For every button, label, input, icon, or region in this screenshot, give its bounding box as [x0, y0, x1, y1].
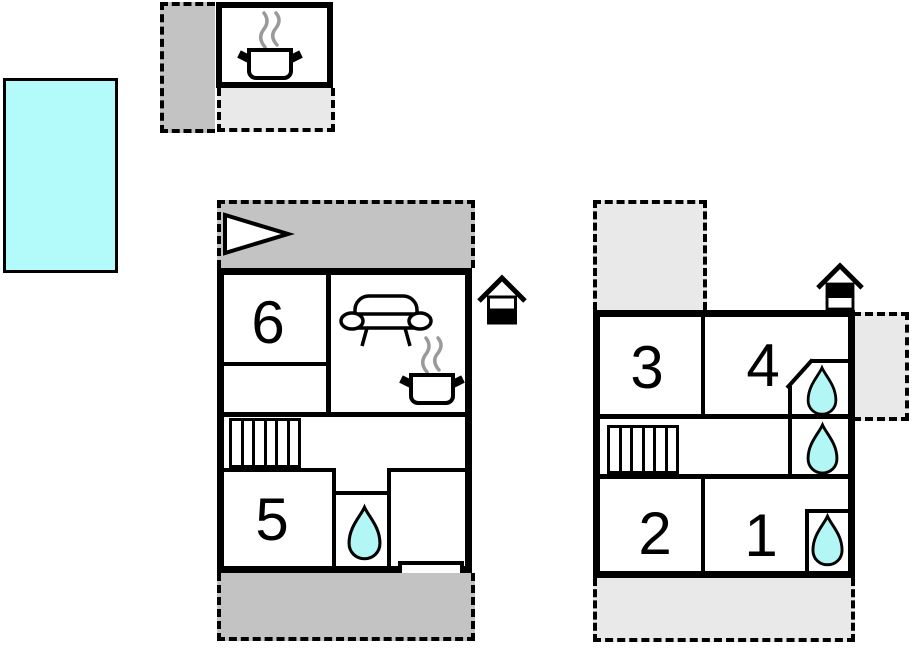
room-label-6: 6	[251, 289, 285, 356]
wall	[812, 359, 848, 363]
room-label-5: 5	[255, 486, 289, 553]
water-drop-icon	[806, 421, 839, 475]
stove-icon	[237, 11, 303, 80]
water-drop-icon	[806, 364, 838, 416]
stove-icon	[399, 336, 465, 405]
direction-arrow-icon	[223, 212, 295, 256]
house-level-ground-icon	[477, 274, 527, 325]
wall	[701, 479, 705, 571]
room-label-3: 3	[630, 334, 664, 401]
sofa-icon	[339, 294, 433, 347]
upper-floor-terrace-right	[853, 312, 909, 421]
water-drop-icon	[811, 512, 844, 567]
stairs-icon	[229, 418, 301, 468]
wall	[387, 468, 391, 566]
wall	[332, 468, 336, 566]
wall	[336, 491, 390, 495]
wall	[224, 468, 336, 472]
house-level-upper-icon	[816, 262, 864, 311]
water-drop-icon	[347, 503, 382, 561]
wall	[224, 412, 465, 417]
wall	[788, 414, 792, 474]
grill-house-terrace-dark	[160, 2, 215, 133]
room-label-1: 1	[744, 502, 778, 569]
wall	[788, 386, 792, 414]
grill-house-terrace-light	[217, 88, 335, 132]
wall	[600, 474, 848, 479]
wall	[805, 509, 848, 513]
room-label-2: 2	[638, 500, 672, 567]
wall	[701, 317, 705, 416]
stairs-icon	[607, 425, 679, 474]
wall	[600, 414, 848, 419]
wall	[805, 509, 809, 571]
wall	[391, 468, 465, 472]
ground-floor-terrace-bottom	[217, 573, 475, 641]
wall	[224, 362, 328, 366]
upper-floor-terrace-bottom	[593, 578, 855, 642]
swimming-pool	[3, 78, 118, 273]
room-label-4: 4	[746, 332, 780, 399]
upper-floor-terrace-top	[593, 200, 707, 310]
wall	[326, 275, 331, 416]
